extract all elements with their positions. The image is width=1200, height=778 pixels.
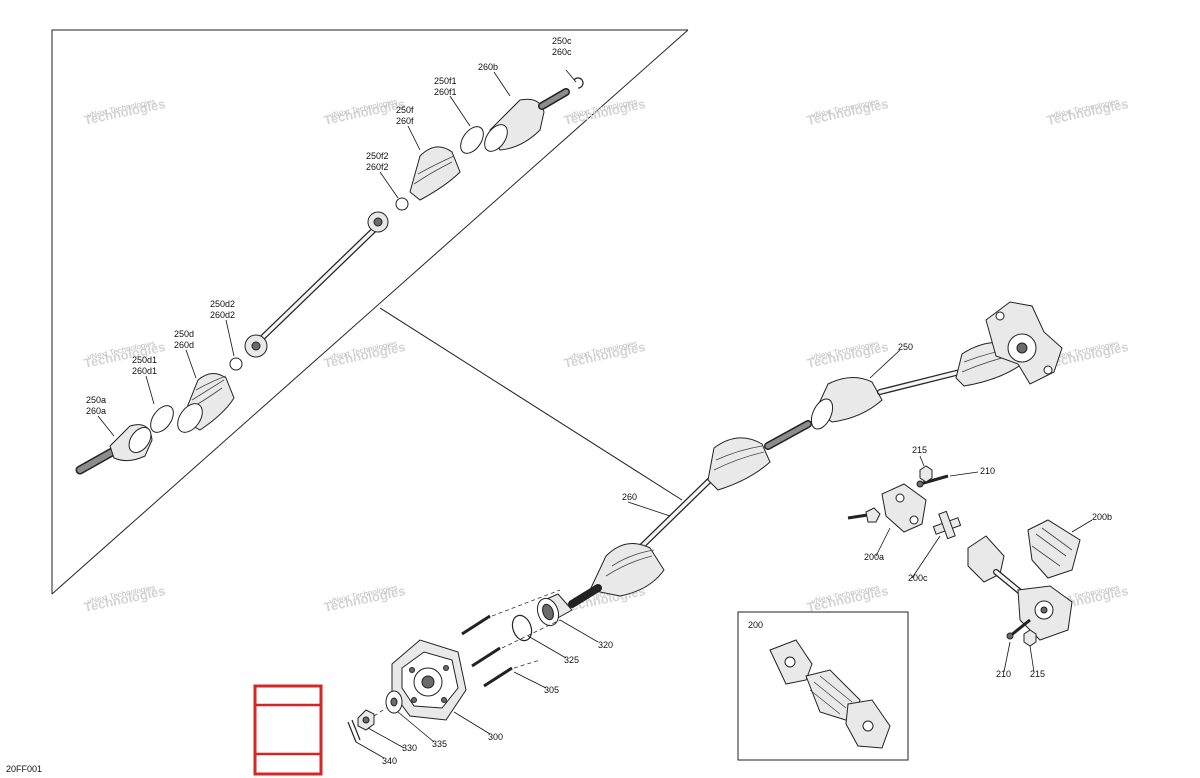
callout-250d: 250d xyxy=(174,329,194,339)
tripod-part xyxy=(367,211,389,233)
callout-260f: 260f xyxy=(396,116,414,126)
steering-shaft-parts xyxy=(847,465,1081,647)
exploded-view-frame xyxy=(51,29,689,595)
boot-part xyxy=(177,373,235,433)
inset-steering-shaft: 200 xyxy=(737,611,909,761)
callout-250f2: 250f2 xyxy=(366,151,389,161)
circlip-part xyxy=(573,77,584,89)
small-clamp-part xyxy=(395,197,409,211)
highlight-box xyxy=(253,684,323,776)
callout-210-top: 210 xyxy=(980,466,995,476)
callout-330: 330 xyxy=(402,743,417,753)
callout-260f1: 260f1 xyxy=(434,87,457,97)
callout-215-bottom: 215 xyxy=(1030,669,1045,679)
callout-250d1: 250d1 xyxy=(132,355,157,365)
boot-part xyxy=(409,146,461,201)
callout-320: 320 xyxy=(598,640,613,650)
exploded-drive-shaft xyxy=(75,77,584,475)
callout-260f2: 260f2 xyxy=(366,162,389,172)
bearing-part xyxy=(536,593,573,627)
circlip-part xyxy=(511,614,533,642)
wheel-hub-part xyxy=(391,639,467,721)
callout-325: 325 xyxy=(564,655,579,665)
callout-260: 260 xyxy=(622,492,637,502)
callout-305: 305 xyxy=(544,685,559,695)
callout-200b: 200b xyxy=(1092,512,1112,522)
callout-labels: 250c 260c 260b 250f1 260f1 250f 260f 250… xyxy=(86,36,1112,766)
callout-300: 300 xyxy=(488,732,503,742)
nut-part xyxy=(357,709,375,731)
callout-200a: 200a xyxy=(864,552,884,562)
callout-210-bottom: 210 xyxy=(996,669,1011,679)
callout-260d1: 260d1 xyxy=(132,366,157,376)
figure-code: 20FF001 xyxy=(6,764,42,774)
assembled-drive-shaft xyxy=(568,301,1063,608)
hub-components xyxy=(347,589,573,743)
callout-200c: 200c xyxy=(908,573,928,583)
callout-250c: 250c xyxy=(552,36,572,46)
leader-lines xyxy=(97,69,1093,759)
callout-250f1: 250f1 xyxy=(434,76,457,86)
callout-250a: 250a xyxy=(86,395,106,405)
callout-260d: 260d xyxy=(174,340,194,350)
clamp-part xyxy=(460,126,484,154)
callout-260d2: 260d2 xyxy=(210,310,235,320)
washer-part xyxy=(385,690,403,714)
callout-340: 340 xyxy=(382,756,397,766)
callout-250d2: 250d2 xyxy=(210,299,235,309)
small-clamp-part xyxy=(229,357,243,371)
inset-label: 200 xyxy=(748,620,763,630)
stud-part xyxy=(461,589,561,688)
cotter-pin-part xyxy=(347,719,361,743)
boot-part xyxy=(1027,519,1081,579)
outer-cv-joint-part xyxy=(75,424,153,475)
clamp-part xyxy=(150,405,174,433)
callout-260c: 260c xyxy=(552,47,572,57)
callout-335: 335 xyxy=(432,739,447,749)
inner-housing-part xyxy=(484,88,570,152)
u-joint-cross-part xyxy=(932,510,962,540)
tripod-part xyxy=(244,334,268,358)
callout-250f: 250f xyxy=(396,105,414,115)
callout-250: 250 xyxy=(898,342,913,352)
callout-260b: 260b xyxy=(478,62,498,72)
callout-260a: 260a xyxy=(86,406,106,416)
callout-215-top: 215 xyxy=(912,445,927,455)
